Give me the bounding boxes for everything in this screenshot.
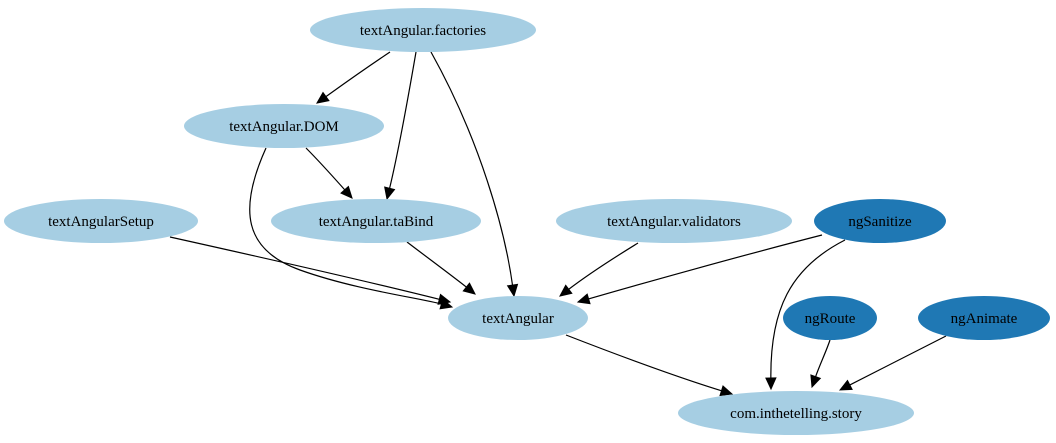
node-ellipse xyxy=(918,296,1050,340)
node-label: textAngular.validators xyxy=(607,214,741,230)
node-nganimate: ngAnimate xyxy=(918,296,1050,340)
edge-line xyxy=(169,236,441,301)
arrowhead xyxy=(462,282,476,295)
edge-line xyxy=(249,147,443,305)
arrowhead xyxy=(316,91,330,104)
arrowhead xyxy=(838,379,853,391)
node-ellipse xyxy=(448,296,588,340)
arrowhead xyxy=(384,186,396,201)
edge-line xyxy=(324,51,391,98)
node-label: ngSanitize xyxy=(848,214,912,230)
node-label: ngRoute xyxy=(805,311,856,327)
node-validators: textAngular.validators xyxy=(556,199,792,243)
edge-line xyxy=(430,51,514,287)
edge-line xyxy=(814,339,831,378)
node-ellipse xyxy=(184,104,384,148)
edge-tabind-to-textangular xyxy=(406,241,476,295)
edge-line xyxy=(848,335,947,386)
node-ellipse xyxy=(556,199,792,243)
nodes-layer: textAngular.factories textAngular.DOM text… xyxy=(4,8,1050,435)
edge-line xyxy=(567,242,639,291)
node-ngroute: ngRoute xyxy=(783,296,877,340)
edge-line xyxy=(587,234,823,300)
node-ellipse xyxy=(4,199,198,243)
edge-validators-to-textangular xyxy=(559,242,639,297)
node-setup: textAngularSetup xyxy=(4,199,198,243)
edge-line xyxy=(565,334,723,392)
node-ellipse xyxy=(783,296,877,340)
edge-setup-to-textangular xyxy=(169,236,452,305)
node-label: textAngular.DOM xyxy=(229,119,339,135)
arrowhead xyxy=(340,185,353,199)
node-dom: textAngular.DOM xyxy=(184,104,384,148)
edge-textangular-to-story xyxy=(565,334,734,397)
edge-ngsanitize-to-textangular xyxy=(576,234,823,305)
node-label: textAngular.factories xyxy=(360,23,486,39)
edge-ngsanitize-to-story xyxy=(765,239,846,391)
edge-factories-to-textangular xyxy=(430,51,519,298)
node-ngsanitize: ngSanitize xyxy=(814,199,946,243)
arrowhead xyxy=(765,377,777,391)
edge-line xyxy=(305,147,346,191)
edge-ngroute-to-story xyxy=(810,339,831,389)
edge-dom-to-tabind xyxy=(305,147,353,199)
node-tabind: textAngular.taBind xyxy=(271,199,481,243)
node-factories: textAngular.factories xyxy=(310,8,536,52)
edge-line xyxy=(388,51,417,190)
edges-layer xyxy=(169,51,947,397)
edge-line xyxy=(406,241,468,289)
node-label: textAngular xyxy=(482,311,554,327)
edge-line xyxy=(770,239,846,380)
node-label: com.inthetelling.story xyxy=(730,406,862,422)
edge-factories-to-dom xyxy=(316,51,391,104)
arrowhead xyxy=(719,385,734,397)
node-ellipse xyxy=(271,199,481,243)
node-ellipse xyxy=(814,199,946,243)
node-label: ngAnimate xyxy=(951,311,1018,327)
node-ellipse xyxy=(678,391,914,435)
arrowhead xyxy=(810,374,822,389)
node-textangular: textAngular xyxy=(448,296,588,340)
node-story: com.inthetelling.story xyxy=(678,391,914,435)
arrowhead xyxy=(437,293,452,305)
node-label: textAngular.taBind xyxy=(319,214,434,230)
node-ellipse xyxy=(310,8,536,52)
node-label: textAngularSetup xyxy=(48,214,154,230)
edge-nganimate-to-story xyxy=(838,335,947,391)
edge-factories-to-tabind xyxy=(384,51,417,201)
arrowhead xyxy=(576,293,591,305)
arrowhead xyxy=(506,283,519,298)
arrowhead xyxy=(559,284,573,297)
